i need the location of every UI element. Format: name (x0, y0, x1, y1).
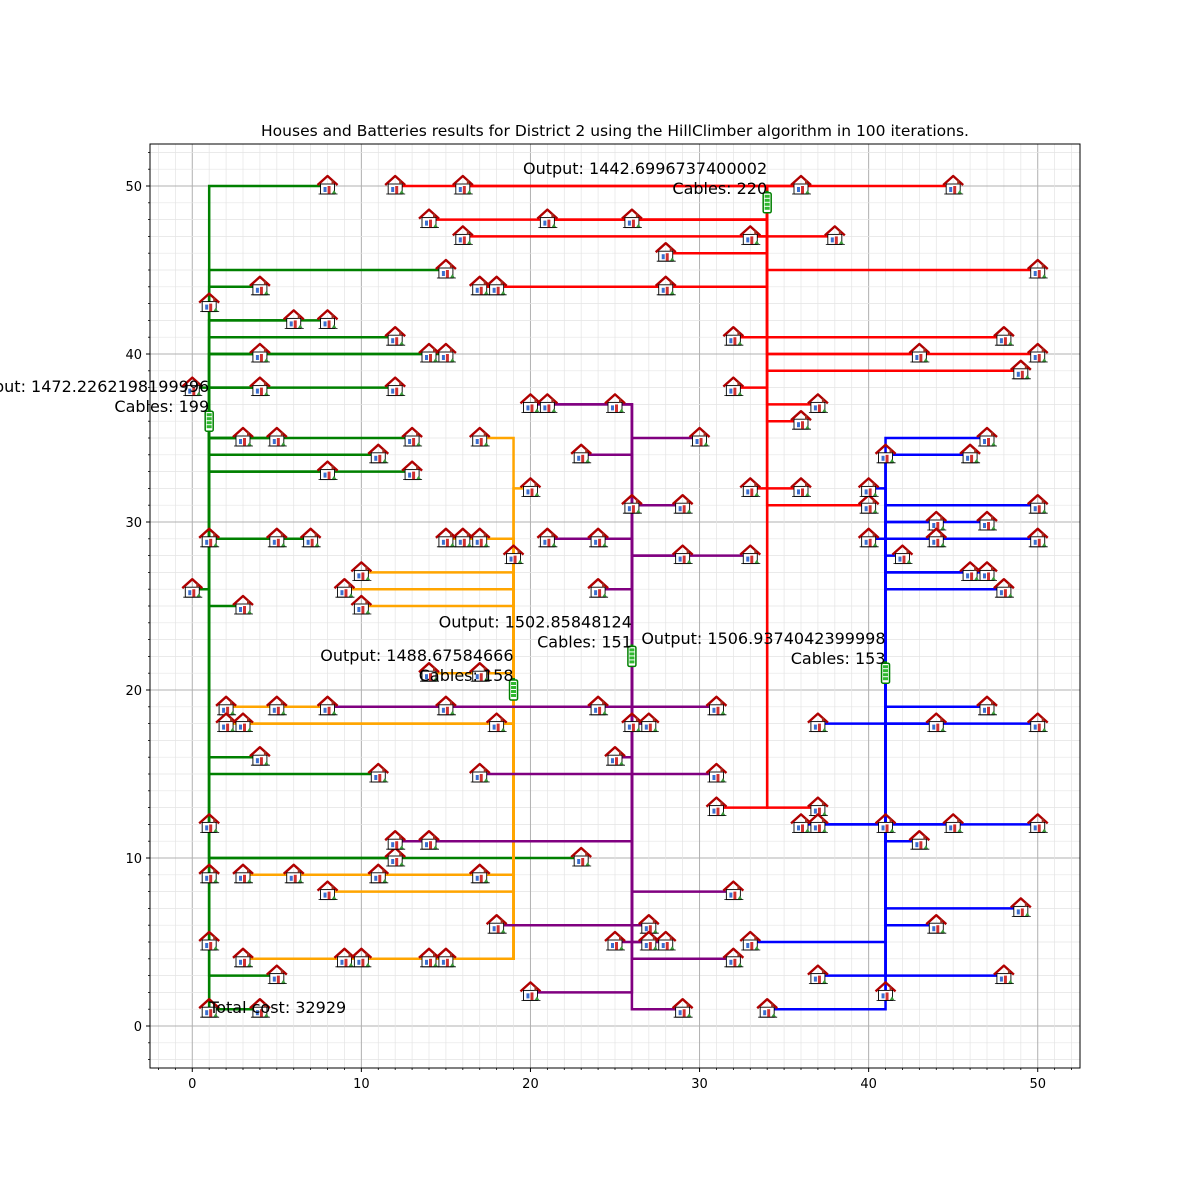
cable-line (630, 656, 683, 1011)
x-tick-label: 10 (353, 1077, 370, 1092)
y-tick-label: 10 (125, 852, 142, 867)
y-tick-label: 20 (125, 684, 142, 699)
cable-line (361, 604, 515, 690)
battery-output-label: Output: 1472.2262198199996 (0, 377, 209, 396)
battery-cables-label: Cables: 199 (114, 397, 209, 416)
battery-output-label: Output: 1502.85848124 (439, 612, 632, 631)
cable-line (765, 202, 920, 356)
y-tick-label: 50 (125, 180, 142, 195)
battery-cables-label: Cables: 158 (419, 666, 514, 685)
cable-line (884, 673, 937, 725)
cable-group-3 (395, 184, 1038, 809)
cable-line (884, 673, 1038, 725)
x-tick-label: 30 (691, 1077, 708, 1092)
battery-cables-label: Cables: 153 (791, 649, 886, 668)
cable-line (884, 673, 1038, 826)
cable-line (884, 673, 937, 927)
cable-line (615, 656, 634, 944)
battery-output-label: Output: 1488.67584666 (320, 646, 513, 665)
cable-line (547, 202, 769, 221)
cable-line (598, 587, 634, 657)
y-tick-label: 0 (134, 1020, 142, 1035)
cable-line (207, 421, 328, 473)
chart-title: Houses and Batteries results for Distric… (261, 122, 969, 140)
cable-line (630, 656, 649, 944)
cable-line (445, 690, 515, 961)
cable-line (479, 202, 769, 289)
y-tick-label: 40 (125, 348, 142, 363)
x-tick-label: 20 (522, 1077, 539, 1092)
cable-group-2 (327, 403, 751, 1011)
y-tick-label: 30 (125, 516, 142, 531)
battery-cables-label: Cables: 220 (672, 179, 767, 198)
battery-output-label: Output: 1442.6996737400002 (523, 159, 767, 178)
cable-line (630, 656, 717, 776)
cable-group-0 (192, 184, 582, 1011)
cable-line (207, 335, 396, 422)
cable-line (750, 202, 769, 490)
cable-line (765, 202, 818, 809)
cable-line (630, 656, 717, 709)
cable-line (884, 587, 1004, 674)
cable-line (884, 520, 937, 674)
x-tick-label: 40 (860, 1077, 877, 1092)
cable-line (767, 673, 887, 1011)
grid-layer (150, 144, 1080, 1068)
battery-cables-label: Cables: 151 (537, 632, 632, 651)
battery-output-label: Output: 1506.9374042399998 (641, 629, 885, 648)
total-cost-label: Total cost: 32929 (208, 998, 346, 1017)
axis-layer: 0 10 20 30 40 50 0 10 20 30 40 50 (125, 143, 1081, 1092)
cable-group-4 (750, 436, 1038, 1011)
x-tick-label: 0 (188, 1077, 196, 1092)
x-tick-label: 50 (1029, 1077, 1046, 1092)
cable-line (207, 421, 260, 1011)
